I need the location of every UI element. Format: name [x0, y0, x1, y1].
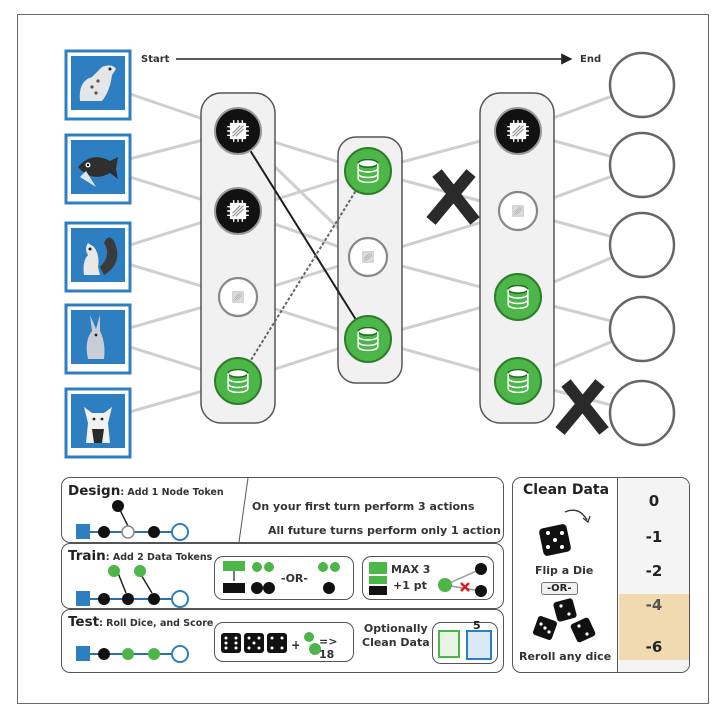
output-circles [608, 51, 676, 447]
test-title: Test [68, 614, 100, 630]
test-formula-label: => 18 [319, 635, 338, 661]
output-slot[interactable] [608, 379, 676, 447]
test-cards-pill: 5 [432, 619, 498, 664]
start-label: Start [141, 54, 170, 65]
train-diagram [76, 565, 189, 608]
train-panel: Train: Add 2 Data Tokens -O [61, 543, 504, 609]
node-empty[interactable] [347, 236, 389, 278]
rabbit-photo[interactable] [64, 303, 132, 375]
node-empty[interactable] [217, 276, 259, 318]
connection-line-dashed [237, 170, 369, 382]
clean-or-badge: -OR- [541, 582, 578, 595]
node-processor[interactable] [494, 107, 542, 155]
clean-data-divider [617, 478, 619, 672]
node-data[interactable] [214, 357, 262, 405]
flip-die-icon [539, 509, 591, 556]
optional-line1: Optionally [363, 622, 428, 635]
score-value: -4 [645, 596, 663, 614]
test-diagram [76, 645, 189, 663]
score-value: -1 [645, 528, 663, 546]
test-subtitle: : Roll Dice, and Score [99, 618, 214, 629]
design-divider [238, 477, 250, 543]
dice-icons: + [221, 633, 299, 653]
output-slot[interactable] [608, 295, 676, 363]
node-processor[interactable] [214, 107, 262, 155]
card-husky-blue [466, 630, 492, 660]
train-option-diagram [223, 561, 340, 594]
design-title: Design [68, 483, 121, 499]
design-subtitle: : Add 1 Node Token [120, 487, 224, 498]
max-black-bar [369, 586, 387, 595]
train-or-label: -OR- [281, 572, 308, 585]
flip-label: Flip a Die [535, 564, 594, 577]
train-option-pill: -OR- [214, 556, 354, 600]
train-max-pill: MAX 3 +1 pt [362, 556, 494, 600]
dog-photo[interactable] [64, 49, 132, 121]
connection-line-dark [237, 130, 369, 340]
design-note-first-turn: On your first turn perform 3 actions [252, 500, 475, 513]
game-board: Start End [17, 14, 709, 704]
card-husky-small [438, 630, 460, 658]
max-green-bar [369, 576, 387, 584]
x-mark-icon [555, 379, 609, 435]
reroll-label: Reroll any dice [519, 650, 612, 663]
layer1-column [200, 92, 276, 424]
reroll-dice-icon [533, 598, 596, 643]
layer3-column [479, 92, 555, 424]
node-processor[interactable] [214, 187, 262, 235]
clean-data-panel: Clean Data Flip a Die -OR- Reroll any di… [512, 477, 690, 673]
design-panel: Design: Add 1 Node Token On your first t… [61, 477, 504, 543]
fish-photo[interactable] [64, 133, 132, 205]
data-token-icons [304, 632, 321, 655]
network-board: Start End [64, 49, 676, 459]
node-empty[interactable] [497, 190, 539, 232]
output-slot[interactable] [608, 131, 676, 199]
output-slot[interactable] [608, 51, 676, 119]
clean-or-label: -OR- [547, 583, 572, 594]
test-formula-pill: + => 18 [214, 622, 354, 662]
node-data[interactable] [344, 315, 392, 363]
score-badge: 5 [473, 619, 481, 632]
train-pt-label: +1 pt [393, 579, 427, 592]
output-slot[interactable] [608, 211, 676, 279]
node-data[interactable] [494, 357, 542, 405]
clean-data-title: Clean Data [523, 482, 610, 498]
design-diagram [76, 500, 189, 541]
score-value: -6 [645, 638, 663, 656]
optional-line2: Clean Data [362, 636, 430, 649]
end-label: End [580, 54, 601, 65]
node-data[interactable] [494, 273, 542, 321]
score-value: 0 [648, 492, 660, 510]
max-green-bar [369, 562, 387, 574]
x-mark-icon [426, 169, 480, 225]
design-note-future-turns: All future turns perform only 1 action [268, 524, 501, 537]
husky-photo[interactable] [64, 387, 132, 459]
train-max-diagram [438, 563, 487, 597]
score-highlight [619, 594, 689, 660]
score-column: 0 -1 -2 -4 -6 [619, 478, 689, 672]
train-title: Train [68, 548, 106, 564]
test-panel: Test: Roll Dice, and Score + [61, 609, 504, 673]
node-data[interactable] [344, 147, 392, 195]
svg-text:+: + [291, 638, 299, 652]
score-value: -2 [645, 562, 663, 580]
optional-clean-label: Optionally Clean Data [362, 622, 430, 650]
train-subtitle: : Add 2 Data Tokens [105, 552, 213, 563]
train-max-label: MAX 3 [391, 563, 431, 576]
squirrel-photo[interactable] [64, 221, 132, 293]
